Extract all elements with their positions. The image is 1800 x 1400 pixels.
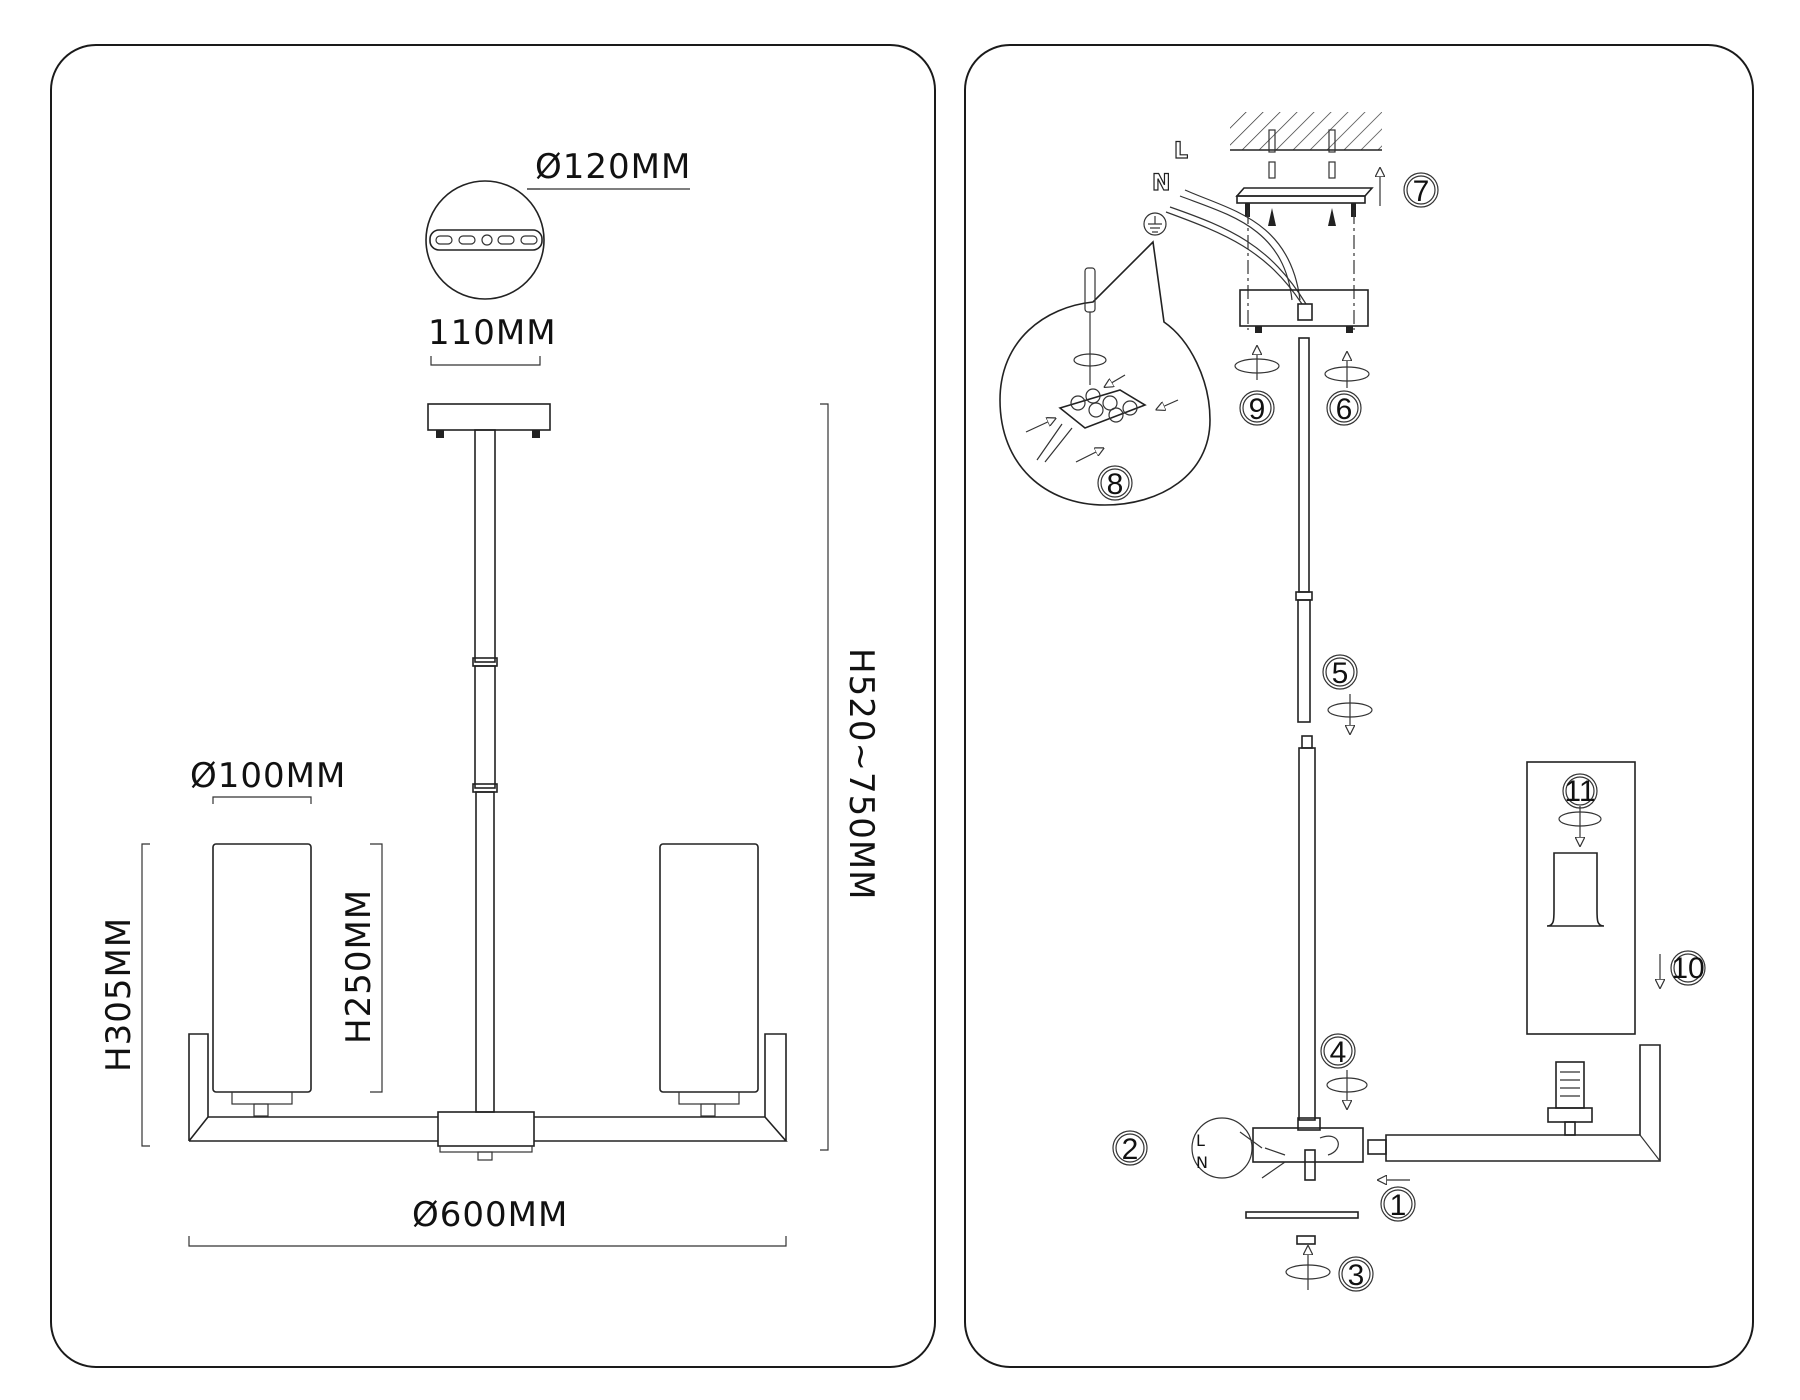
rotate-icon-3 <box>1285 1250 1331 1290</box>
total-diameter-label: Ø600MM <box>412 1195 568 1235</box>
ceiling-canopy <box>427 403 551 431</box>
step-8: 8 <box>1097 465 1133 501</box>
arm-height-dimline <box>141 843 150 1147</box>
wall-plug <box>1268 161 1276 179</box>
svg-text:7: 7 <box>1413 175 1430 208</box>
total-diameter-dimline <box>188 1236 787 1247</box>
hub-neutral-label: N <box>1196 1153 1208 1172</box>
middle-rod <box>474 665 496 789</box>
total-height-dimline <box>820 403 829 1151</box>
step-9: 9 <box>1239 390 1275 426</box>
total-height-label: H520~750MM <box>841 648 881 901</box>
svg-text:11: 11 <box>1564 775 1595 808</box>
canopy-diameter-label: Ø120MM <box>535 147 691 187</box>
canopy <box>1239 289 1369 327</box>
step-2: 2 <box>1112 1130 1148 1166</box>
rotation-icons <box>1234 350 1602 1290</box>
svg-text:1: 1 <box>1390 1189 1407 1222</box>
shade-ring <box>1546 852 1605 927</box>
step-11: 11 <box>1562 773 1598 809</box>
live-wire-label: L <box>1174 139 1188 164</box>
upper-rod <box>474 429 496 663</box>
finial <box>1296 1235 1316 1245</box>
hub-live-label: L <box>1196 1131 1205 1150</box>
chandelier-elevation <box>188 403 788 1161</box>
screw <box>1268 208 1276 226</box>
step-7: 7 <box>1403 172 1439 208</box>
svg-text:3: 3 <box>1348 1259 1365 1292</box>
svg-text:9: 9 <box>1249 393 1266 426</box>
arm <box>1385 1044 1661 1162</box>
hub-assembly: L N <box>1191 1117 1410 1245</box>
right-arm <box>534 1033 788 1142</box>
assembly-panel <box>964 44 1754 1368</box>
rotate-icon-5 <box>1327 694 1373 730</box>
svg-text:10: 10 <box>1671 952 1704 985</box>
hub-box <box>1252 1127 1364 1163</box>
neutral-wire-label: N <box>1152 171 1170 196</box>
lower-rod <box>475 791 495 1113</box>
step-5: 5 <box>1322 654 1358 690</box>
upper-rod <box>1298 337 1310 593</box>
lower-rod <box>1298 747 1316 1121</box>
shade-height-label: H250MM <box>339 889 379 1044</box>
step-10: 10 <box>1670 950 1706 986</box>
canopy-detail: Ø120MM 110MM <box>425 147 691 366</box>
svg-text:2: 2 <box>1122 1133 1139 1166</box>
left-arm <box>188 1033 438 1142</box>
ground-icon <box>1143 212 1167 236</box>
step-markers: 1 2 3 4 5 6 7 8 9 10 11 <box>1097 172 1706 1292</box>
right-shade <box>659 843 759 1093</box>
shade-height-dimline <box>370 843 383 1093</box>
left-shade <box>212 843 312 1093</box>
mounting-bracket <box>429 229 543 251</box>
canopy-circle <box>425 180 545 300</box>
step-1: 1 <box>1380 1186 1416 1222</box>
callout-bubble <box>999 240 1211 506</box>
rotate-icon-9 <box>1234 350 1280 380</box>
arm-assembly <box>1367 761 1661 1162</box>
rod-segment <box>1297 599 1311 723</box>
dimension-lines: Ø100MM H305MM H250MM H520~750MM Ø600MM <box>99 403 881 1247</box>
wall-plug <box>1328 161 1336 179</box>
canopy-assembly <box>1239 289 1369 1121</box>
svg-text:8: 8 <box>1107 468 1124 501</box>
arm-height-label: H305MM <box>99 917 139 1072</box>
svg-text:4: 4 <box>1330 1036 1347 1069</box>
rotate-icon-11 <box>1558 806 1602 842</box>
glass-shade <box>1526 761 1636 1035</box>
svg-text:6: 6 <box>1336 393 1353 426</box>
wire-connector-detail <box>1191 1117 1253 1179</box>
screwdriver-icon <box>1084 267 1096 313</box>
ceiling <box>1230 112 1382 330</box>
shade-diameter-label: Ø100MM <box>190 756 346 796</box>
rotate-icon-4 <box>1326 1070 1368 1105</box>
bracket-width-label: 110MM <box>428 313 557 353</box>
screw <box>1328 208 1336 226</box>
terminal-block-callout <box>999 240 1211 506</box>
dimensions-panel <box>50 44 936 1368</box>
rotate-icon-6 <box>1324 356 1370 388</box>
ceiling-hatch <box>1230 112 1382 150</box>
wires: L N <box>1143 138 1307 305</box>
ceiling-bracket <box>1235 187 1374 197</box>
svg-text:5: 5 <box>1332 657 1349 690</box>
step-6: 6 <box>1326 390 1362 426</box>
lamp-socket <box>1555 1061 1585 1109</box>
step-3: 3 <box>1338 1256 1374 1292</box>
bracket-width-dimline <box>430 356 541 366</box>
cover-plate <box>1245 1211 1359 1219</box>
center-hub <box>437 1111 535 1147</box>
step-4: 4 <box>1320 1033 1356 1069</box>
